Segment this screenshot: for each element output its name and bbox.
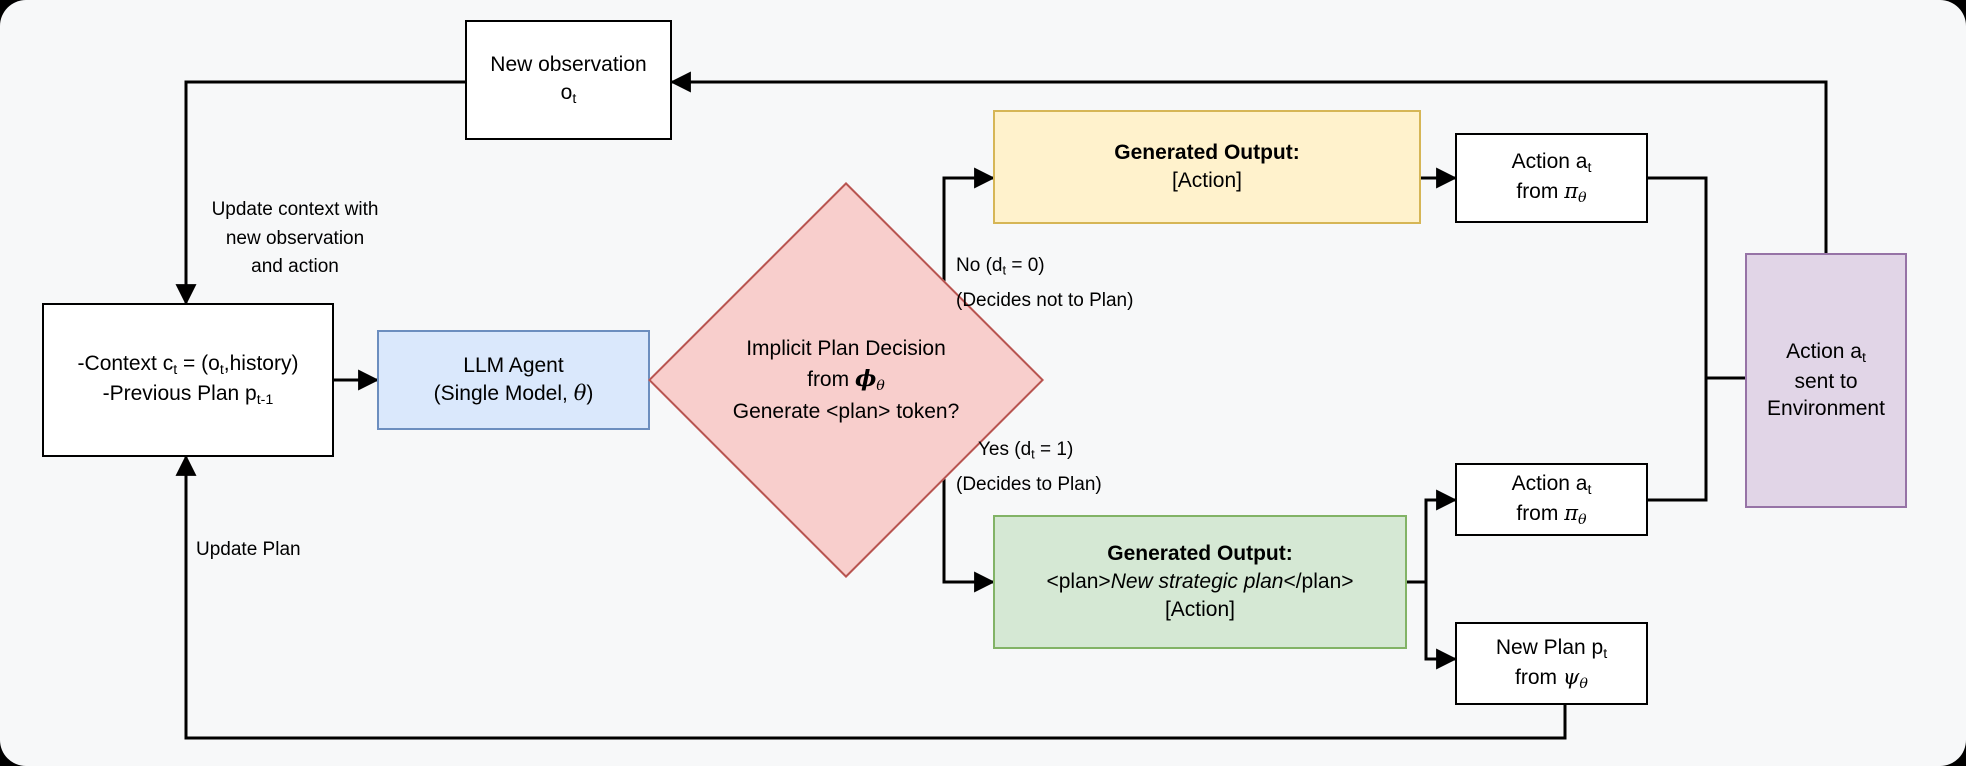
new-plan-line2: from ψθ — [1515, 664, 1588, 692]
edge-action-top-to-env — [1648, 176, 1708, 378]
node-implicit-plan-decision: Implicit Plan Decision from ϕθ Generate … — [648, 182, 1044, 578]
node-generated-output-plan: Generated Output: <plan>New strategic pl… — [993, 515, 1407, 649]
environment-line1: Action at — [1786, 339, 1866, 366]
edge-label-update-plan: Update Plan — [196, 539, 301, 560]
action-top-line2: from πθ — [1516, 179, 1587, 206]
action-bottom-line1: Action at — [1511, 471, 1592, 498]
llm-agent-line2: (Single Model, θ) — [433, 381, 594, 405]
node-new-observation: New observation ot — [465, 20, 672, 140]
node-context: -Context ct = (ot,history) -Previous Pla… — [42, 303, 334, 457]
new-observation-line1: New observation — [490, 53, 647, 77]
node-action-top: Action at from πθ — [1455, 133, 1648, 223]
decision-line1: Implicit Plan Decision — [746, 336, 946, 360]
generated-output-action-title: Generated Output: — [1114, 141, 1300, 165]
generated-output-action-body: [Action] — [1171, 169, 1243, 192]
node-generated-output-action: Generated Output: [Action] — [993, 110, 1421, 224]
yes-branch-line1: Yes (dt = 1) — [978, 439, 1074, 462]
update-context-line3: and action — [251, 256, 339, 277]
edge-output-to-new-plan — [1424, 582, 1458, 670]
action-bottom-line2: from πθ — [1516, 500, 1587, 528]
decision-line2: from ϕθ — [807, 366, 885, 395]
environment-line2: sent to — [1794, 369, 1858, 393]
no-branch-line1: No (dt = 0) — [956, 255, 1045, 278]
edge-action-bottom-to-env — [1648, 378, 1708, 502]
generated-output-plan-body: <plan>New strategic plan</plan> — [1046, 570, 1354, 594]
generated-output-plan-title: Generated Output: — [1107, 542, 1293, 566]
edge-label-yes-branch: Yes (dt = 1) (Decides to Plan) — [956, 437, 1216, 499]
environment-line3: Environment — [1767, 397, 1885, 421]
edge-label-update-context: Update context with new observation and … — [190, 196, 400, 282]
update-context-line2: new observation — [225, 227, 365, 249]
decision-text: Implicit Plan Decision from ϕθ Generate … — [706, 240, 986, 520]
no-branch-line2: (Decides not to Plan) — [956, 290, 1134, 312]
node-environment: Action at sent to Environment — [1745, 253, 1907, 508]
decision-line3: Generate <plan> token? — [732, 399, 960, 423]
node-llm-agent: LLM Agent (Single Model, θ) — [377, 330, 650, 430]
node-new-plan: New Plan pt from ψθ — [1455, 622, 1648, 705]
new-observation-line2: ot — [560, 80, 577, 107]
update-context-line1: Update context with — [211, 199, 379, 220]
action-top-line1: Action at — [1511, 150, 1592, 177]
yes-branch-line2: (Decides to Plan) — [956, 474, 1102, 496]
edge-label-no-branch: No (dt = 0) (Decides not to Plan) — [956, 253, 1216, 315]
context-line2: -Previous Plan pt-1 — [102, 382, 274, 408]
edge-output-to-action-bottom — [1407, 489, 1458, 584]
new-plan-line1: New Plan pt — [1495, 635, 1608, 662]
context-line1: -Context ct = (ot,history) — [77, 352, 299, 379]
node-action-bottom: Action at from πθ — [1455, 463, 1648, 536]
llm-agent-line1: LLM Agent — [463, 354, 564, 378]
generated-output-plan-body-line2: [Action] — [1164, 597, 1236, 621]
